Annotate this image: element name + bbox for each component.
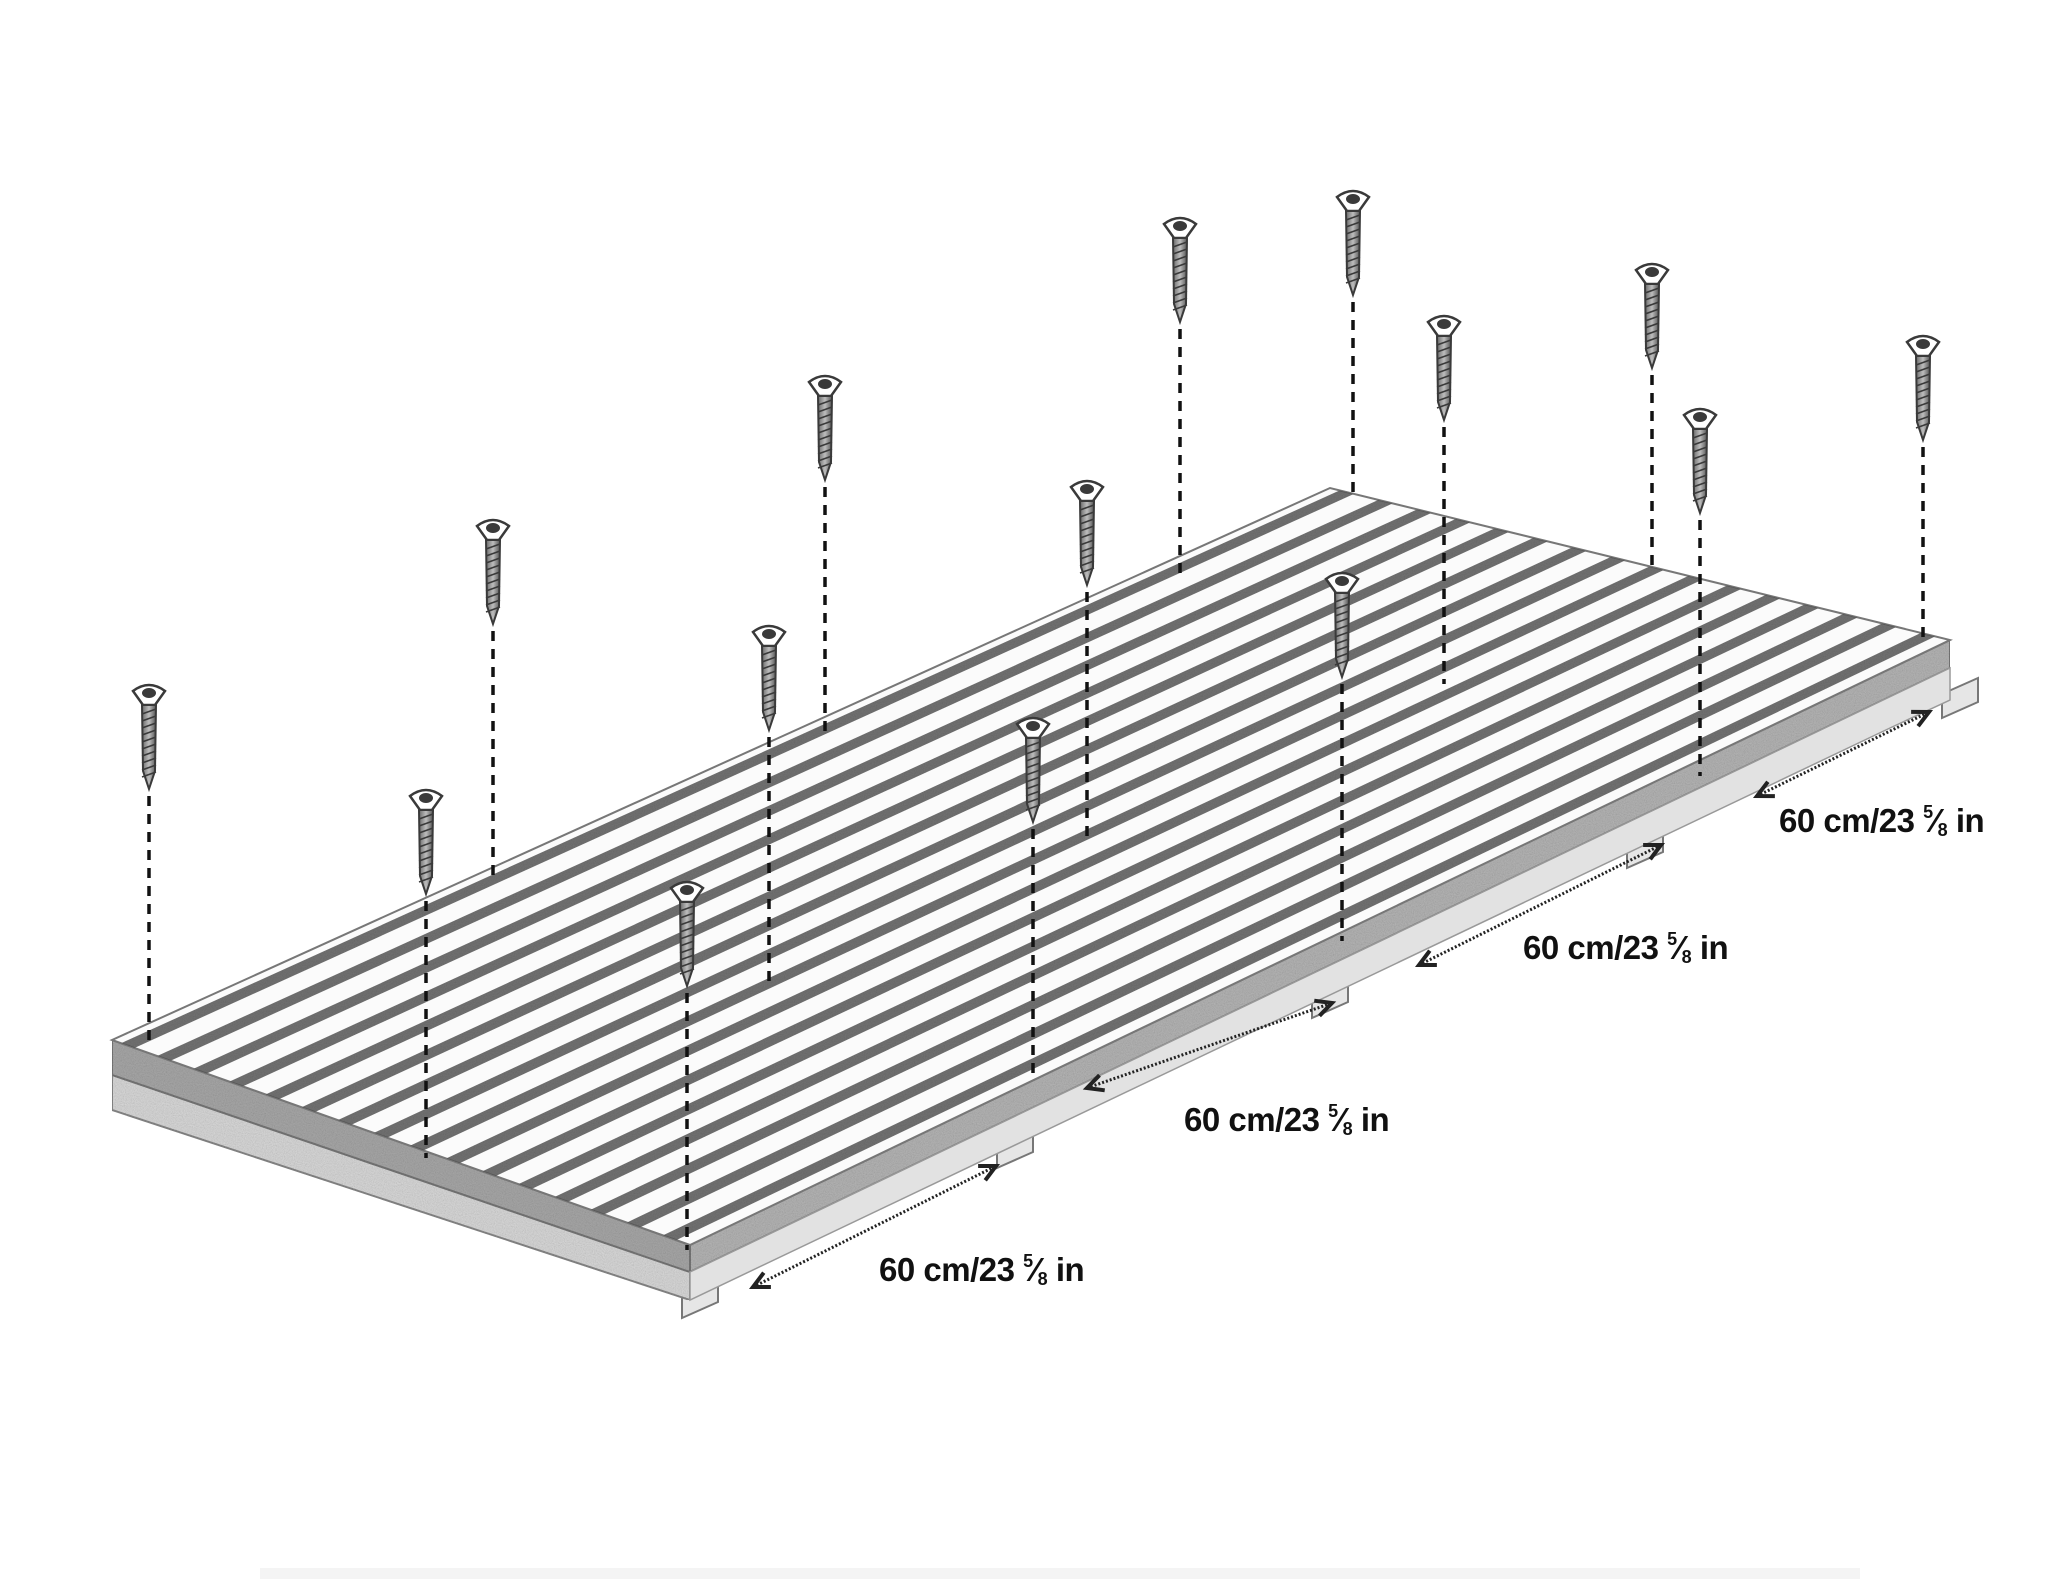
dimension-value: 60 cm/23	[1779, 802, 1924, 839]
fraction-numerator: 5	[1328, 1101, 1338, 1121]
slat	[590, 613, 1858, 1215]
slat	[337, 547, 1587, 1125]
dimension-unit: in	[1947, 802, 1985, 839]
dimension-arrow	[1418, 843, 1662, 967]
slat	[229, 518, 1471, 1087]
dimension-arrow	[1086, 1001, 1333, 1090]
dimension-value: 60 cm/23	[1184, 1101, 1329, 1138]
slat	[373, 556, 1626, 1138]
fraction-denominator: 8	[1037, 1269, 1048, 1289]
screw	[131, 683, 167, 1046]
arrowhead-icon	[1082, 1073, 1105, 1093]
dimension-unit: in	[1691, 929, 1729, 966]
screw	[1682, 407, 1718, 776]
arrowhead-icon	[978, 1163, 1001, 1182]
dimension-value: 60 cm/23	[879, 1251, 1024, 1288]
arrowhead-icon	[748, 1271, 771, 1290]
screw	[408, 788, 444, 1158]
screw	[807, 374, 843, 737]
watermark-bottom	[260, 1568, 1860, 1579]
slat	[265, 528, 1510, 1100]
dimension-arrows	[748, 709, 1934, 1290]
fraction-denominator: 8	[1681, 947, 1692, 967]
arrowhead-icon	[1643, 842, 1666, 861]
arrowhead-icon	[1911, 709, 1934, 728]
slat	[410, 566, 1665, 1151]
slatted-panel	[109, 486, 1953, 1302]
dimension-label-4: 60 cm/23 5⁄8 in	[1779, 802, 1985, 840]
screw	[1015, 716, 1051, 1079]
dimension-label-1: 60 cm/23 5⁄8 in	[879, 1251, 1085, 1289]
fraction-numerator: 5	[1923, 802, 1933, 822]
dimension-label-3: 60 cm/23 5⁄8 in	[1523, 929, 1729, 967]
screws	[131, 189, 1941, 1250]
screw	[475, 518, 511, 875]
screw	[1634, 262, 1670, 572]
arrowhead-icon	[1314, 998, 1337, 1018]
panel-slats	[121, 490, 1936, 1241]
slat	[626, 623, 1897, 1228]
screw	[1324, 571, 1360, 941]
screw	[1426, 314, 1462, 684]
dimension-unit: in	[1047, 1251, 1085, 1288]
fraction-denominator: 8	[1937, 820, 1948, 840]
slat	[193, 509, 1432, 1074]
screw	[1335, 189, 1371, 493]
slat	[157, 499, 1393, 1061]
slat	[518, 594, 1781, 1189]
screw	[669, 880, 705, 1250]
slat	[554, 604, 1820, 1202]
slat	[121, 490, 1355, 1048]
arrowhead-icon	[1414, 949, 1437, 968]
dimension-unit: in	[1352, 1101, 1390, 1138]
dimension-label-2: 60 cm/23 5⁄8 in	[1184, 1101, 1390, 1139]
slat	[446, 575, 1703, 1164]
fraction-numerator: 5	[1667, 929, 1677, 949]
screw	[1069, 479, 1105, 842]
fraction-denominator: 8	[1342, 1119, 1353, 1139]
screw	[1162, 216, 1198, 579]
panel-right-face-lower	[689, 666, 1951, 1302]
arrowhead-icon	[1752, 780, 1775, 799]
slat	[482, 585, 1742, 1177]
dimension-value: 60 cm/23	[1523, 929, 1668, 966]
support-block	[1941, 676, 1979, 720]
screw	[1905, 334, 1941, 638]
slat	[301, 537, 1548, 1113]
slat	[662, 632, 1936, 1241]
dimension-arrow	[752, 1164, 997, 1289]
screw	[751, 624, 787, 987]
fraction-numerator: 5	[1023, 1251, 1033, 1271]
